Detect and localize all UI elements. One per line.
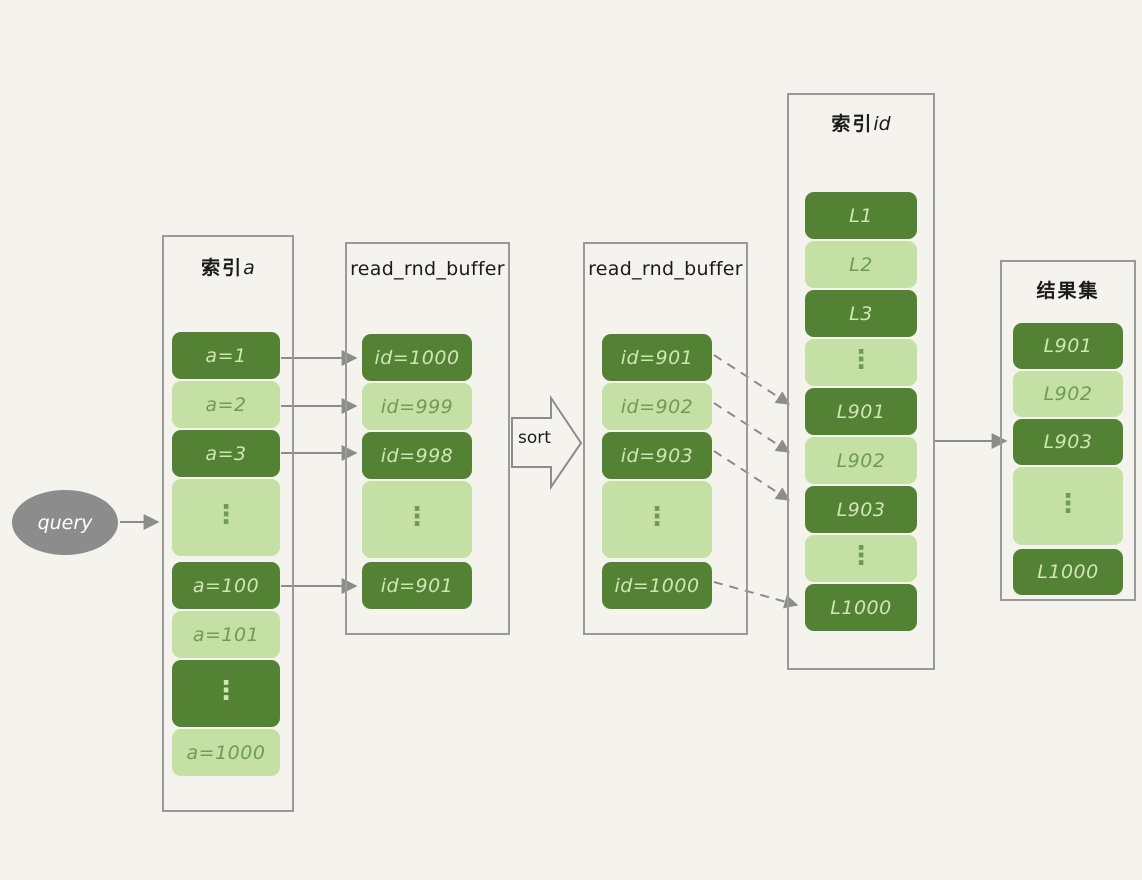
- query-node[interactable]: query: [12, 490, 118, 555]
- cell-index-a-0-label: a=1: [205, 344, 247, 367]
- cell-rrbs-0[interactable]: id=901: [602, 334, 712, 381]
- cell-index-id-6[interactable]: L903: [805, 486, 917, 533]
- cell-index-a-5-label: a=101: [192, 623, 260, 646]
- panel-index-a[interactable]: 索引a: [162, 235, 294, 812]
- cell-rrbu-0-label: id=1000: [374, 346, 460, 369]
- cell-result-2[interactable]: L903: [1013, 419, 1123, 465]
- cell-index-a-7-label: a=1000: [186, 741, 266, 764]
- sort-label: sort: [518, 428, 551, 448]
- cell-rrbs-1[interactable]: id=902: [602, 383, 712, 430]
- cell-rrbu-2-label: id=998: [380, 444, 454, 467]
- cell-result-4-label: L1000: [1037, 561, 1099, 583]
- cell-index-id-1[interactable]: L2: [805, 241, 917, 288]
- cell-rrbs-3-label: ⋮: [644, 502, 670, 533]
- query-label: query: [37, 511, 93, 534]
- cell-rrbu-1[interactable]: id=999: [362, 383, 472, 430]
- cell-rrbs-4[interactable]: id=1000: [602, 562, 712, 609]
- cell-index-id-5-label: L902: [836, 449, 886, 472]
- panel-index-a-title: 索引a: [164, 253, 292, 280]
- panel-read-rnd-buffer-unsorted[interactable]: read_rnd_buffer: [345, 242, 510, 635]
- cell-index-a-3-label: ⋮: [213, 500, 239, 531]
- cell-index-a-3[interactable]: ⋮: [172, 479, 280, 556]
- cell-index-id-6-label: L903: [836, 498, 886, 521]
- panel-read-rnd-buffer-sorted[interactable]: read_rnd_buffer: [583, 242, 748, 635]
- cell-result-2-label: L903: [1043, 431, 1093, 453]
- panel-index-id-title-latin: id: [873, 113, 891, 135]
- cell-rrbu-4[interactable]: id=901: [362, 562, 472, 609]
- cell-rrbu-3[interactable]: ⋮: [362, 481, 472, 558]
- cell-index-a-6-label: ⋮: [213, 676, 239, 707]
- cell-index-id-3-label: ⋮: [848, 345, 874, 376]
- cell-result-3-label: ⋮: [1055, 488, 1081, 519]
- cell-rrbu-4-label: id=901: [380, 574, 454, 597]
- cell-index-id-2-label: L3: [849, 302, 873, 325]
- cell-result-0-label: L901: [1043, 335, 1093, 357]
- cell-index-a-7[interactable]: a=1000: [172, 729, 280, 776]
- cell-index-a-4-label: a=100: [192, 574, 260, 597]
- panel-index-a-title-cn: 索引: [201, 257, 244, 279]
- cell-index-a-1-label: a=2: [205, 393, 247, 416]
- cell-index-id-8[interactable]: L1000: [805, 584, 917, 631]
- cell-index-id-5[interactable]: L902: [805, 437, 917, 484]
- panel-read-rnd-buffer-unsorted-title: read_rnd_buffer: [350, 258, 505, 280]
- panel-index-id-title-cn: 索引: [831, 113, 874, 135]
- panel-read-rnd-buffer-sorted-title: read_rnd_buffer: [588, 258, 743, 280]
- cell-index-a-1[interactable]: a=2: [172, 381, 280, 428]
- cell-rrbs-1-label: id=902: [620, 395, 694, 418]
- cell-index-id-4[interactable]: L901: [805, 388, 917, 435]
- cell-index-id-2[interactable]: L3: [805, 290, 917, 337]
- cell-result-1-label: L902: [1043, 383, 1093, 405]
- cell-result-4[interactable]: L1000: [1013, 549, 1123, 595]
- cell-index-id-7-label: ⋮: [848, 541, 874, 572]
- cell-index-id-3[interactable]: ⋮: [805, 339, 917, 386]
- cell-index-id-0-label: L1: [849, 204, 873, 227]
- cell-rrbs-3[interactable]: ⋮: [602, 481, 712, 558]
- cell-rrbs-2[interactable]: id=903: [602, 432, 712, 479]
- cell-index-id-4-label: L901: [836, 400, 886, 423]
- cell-rrbs-0-label: id=901: [620, 346, 694, 369]
- cell-rrbs-4-label: id=1000: [614, 574, 700, 597]
- panel-result-set[interactable]: 结果集: [1000, 260, 1136, 601]
- cell-rrbs-2-label: id=903: [620, 444, 694, 467]
- cell-rrbu-1-label: id=999: [380, 395, 454, 418]
- cell-index-a-2-label: a=3: [205, 442, 247, 465]
- cell-index-a-4[interactable]: a=100: [172, 562, 280, 609]
- cell-rrbu-0[interactable]: id=1000: [362, 334, 472, 381]
- panel-index-a-title-latin: a: [243, 257, 255, 279]
- cell-index-a-2[interactable]: a=3: [172, 430, 280, 477]
- cell-result-0[interactable]: L901: [1013, 323, 1123, 369]
- panel-index-id[interactable]: 索引id: [787, 93, 935, 670]
- cell-index-id-7[interactable]: ⋮: [805, 535, 917, 582]
- cell-index-id-0[interactable]: L1: [805, 192, 917, 239]
- panel-index-id-title: 索引id: [789, 109, 933, 136]
- cell-index-a-6[interactable]: ⋮: [172, 660, 280, 727]
- cell-result-3[interactable]: ⋮: [1013, 467, 1123, 545]
- panel-result-set-title: 结果集: [1036, 280, 1100, 302]
- cell-result-1[interactable]: L902: [1013, 371, 1123, 417]
- cell-index-a-0[interactable]: a=1: [172, 332, 280, 379]
- cell-rrbu-2[interactable]: id=998: [362, 432, 472, 479]
- cell-index-a-5[interactable]: a=101: [172, 611, 280, 658]
- cell-index-id-1-label: L2: [849, 253, 873, 276]
- cell-index-id-8-label: L1000: [830, 596, 892, 619]
- cell-rrbu-3-label: ⋮: [404, 502, 430, 533]
